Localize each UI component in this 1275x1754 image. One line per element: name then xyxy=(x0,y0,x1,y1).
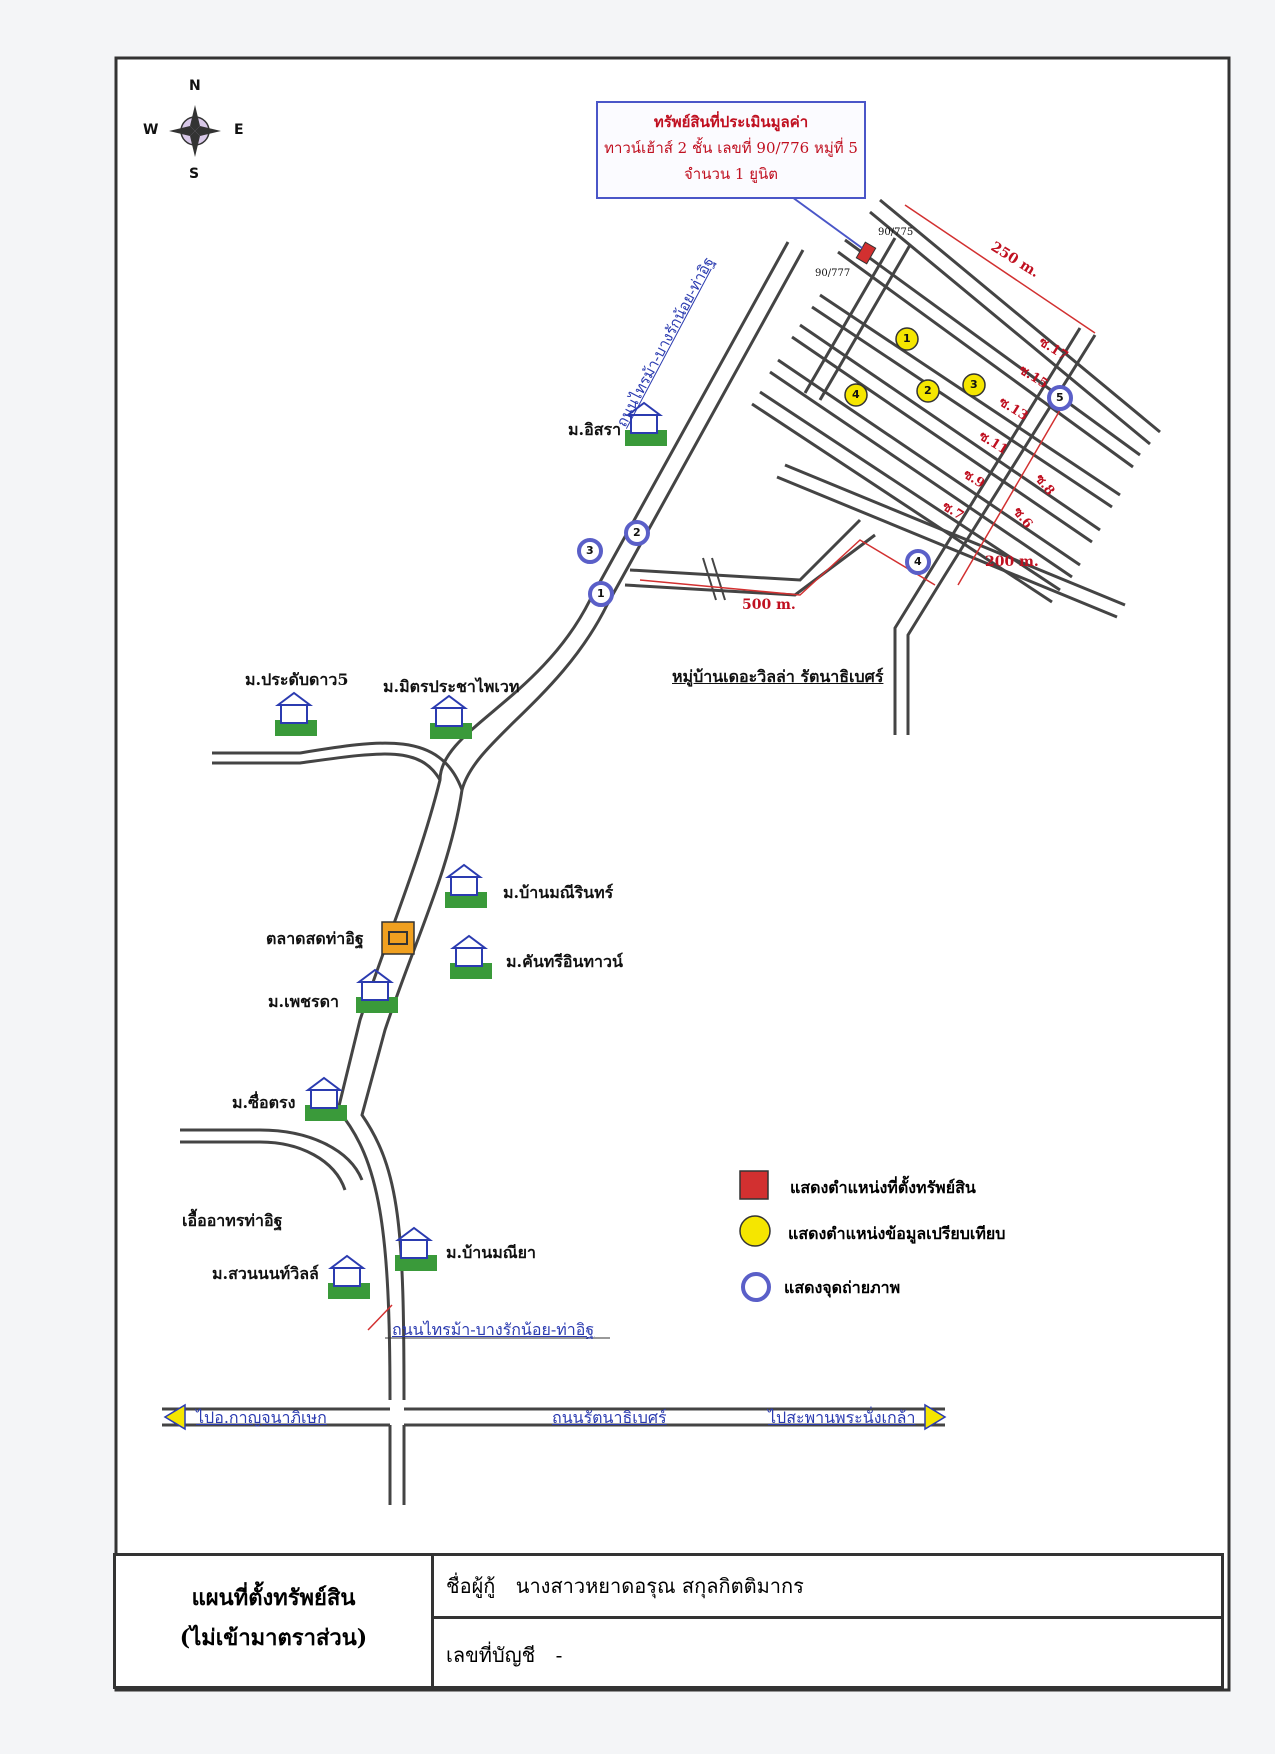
photo-points xyxy=(577,385,1073,607)
comparable-point-1 xyxy=(895,327,919,351)
bottom-road-left-label: ไปอ.กาญจนาภิเษก xyxy=(196,1408,327,1427)
legend-comparable-swatch xyxy=(739,1215,771,1247)
photo-point-5 xyxy=(1047,385,1073,411)
comparable-point-4 xyxy=(844,383,868,407)
arrow-left-icon xyxy=(163,1403,186,1431)
comparable-point-3 xyxy=(962,373,986,397)
branch-road-south xyxy=(180,1128,364,1191)
comparable-point-2 xyxy=(916,379,940,403)
distance-bottom: 500 m. xyxy=(742,597,796,613)
compass-icon xyxy=(169,105,221,157)
arrow-right-icon xyxy=(924,1403,947,1431)
house-icon xyxy=(625,401,667,446)
road-break-mark xyxy=(702,557,717,601)
borrower-label: ชื่อผู้กู้ xyxy=(446,1574,496,1598)
legend-property-label: แสดงตำแหน่งที่ตั้งทรัพย์สิน xyxy=(790,1178,976,1197)
photo-point-2 xyxy=(624,520,650,546)
photo-point-3 xyxy=(577,538,603,564)
house-icon xyxy=(305,1076,347,1121)
distance-right: 200 m. xyxy=(985,554,1039,570)
village-label: หมู่บ้านเดอะวิลล่า รัตนาธิเบศร์ xyxy=(672,667,884,686)
lot-label-a: 90/775 xyxy=(878,227,914,238)
title-line-1: แผนที่ตั้งทรัพย์สิน xyxy=(191,1585,356,1611)
compass-e: E xyxy=(234,122,244,138)
account-label: เลขที่บัญชี xyxy=(446,1643,536,1667)
house-icon xyxy=(356,968,398,1013)
house-icon xyxy=(430,694,472,739)
house-icons xyxy=(275,401,667,1299)
bottom-road-center-label: ถนนรัตนาธิเบศร์ xyxy=(552,1408,667,1427)
borrower-name: นางสาวหยาดอรุณ สกุลกิตติมากร xyxy=(515,1574,804,1598)
house-icon xyxy=(395,1226,437,1271)
title-block-heading: แผนที่ตั้งทรัพย์สิน (ไม่เข้ามาตราส่วน) xyxy=(116,1556,434,1686)
house-icon xyxy=(445,863,487,908)
place-isara: ม.อิสรา xyxy=(568,420,622,439)
distance-markers xyxy=(639,204,1096,596)
comparable-number-2: 2 xyxy=(924,384,932,397)
compass-s: S xyxy=(189,166,200,182)
place-ban-mani-rin: ม.บ้านมณีรินทร์ xyxy=(503,883,614,902)
legend-comparable-label: แสดงตำแหน่งข้อมูลเปรียบเทียบ xyxy=(788,1224,1006,1243)
bottom-road-right-label: ไปสะพานพระนั่งเกล้า xyxy=(768,1408,916,1427)
compass-w: W xyxy=(143,122,159,138)
market-icon xyxy=(381,921,415,955)
photo-number-3: 3 xyxy=(586,544,594,557)
road-label-pointer xyxy=(367,1304,393,1331)
photo-point-1 xyxy=(588,581,614,607)
legend-property-swatch xyxy=(739,1170,769,1200)
property-callout: ทรัพย์สินที่ประเมินมูลค่า ทาวน์เฮ้าส์ 2 … xyxy=(596,101,866,199)
photo-number-5: 5 xyxy=(1056,391,1064,404)
comparable-number-3: 3 xyxy=(970,378,978,391)
place-pradab-dao: ม.ประดับดาว5 xyxy=(245,670,349,689)
compass-n: N xyxy=(189,78,201,94)
title-block: แผนที่ตั้งทรัพย์สิน (ไม่เข้ามาตราส่วน) ช… xyxy=(113,1553,1224,1689)
title-line-2: (ไม่เข้ามาตราส่วน) xyxy=(179,1625,368,1651)
place-eua: เอื้ออาทรท่าอิฐ xyxy=(182,1211,283,1230)
comparable-number-4: 4 xyxy=(852,388,860,401)
main-road-label-south: ถนนไทรม้า-บางรักน้อย-ท่าอิฐ xyxy=(392,1320,595,1339)
account-value: - xyxy=(555,1643,563,1667)
place-suan-non: ม.สวนนนท์วิลล์ xyxy=(212,1264,319,1283)
place-petchada: ม.เพชรดา xyxy=(268,992,339,1011)
callout-leader xyxy=(791,196,863,249)
callout-line-1: ทรัพย์สินที่ประเมินมูลค่า xyxy=(653,113,809,131)
place-market: ตลาดสดท่าอิฐ xyxy=(266,929,364,948)
callout-line-2: ทาวน์เฮ้าส์ 2 ชั้น เลขที่ 90/776 หมู่ที่… xyxy=(604,139,858,157)
callout-line-3: จำนวน 1 ยูนิต xyxy=(683,165,778,183)
photo-number-2: 2 xyxy=(633,526,641,539)
place-mitr: ม.มิตรประชาไพเวท xyxy=(383,677,520,696)
map-frame xyxy=(114,56,1231,1692)
property-marker xyxy=(855,241,877,265)
main-road xyxy=(336,241,805,1401)
village-cross-roads xyxy=(803,237,1097,735)
place-suetrong: ม.ซื่อตรง xyxy=(232,1093,296,1112)
house-icon xyxy=(275,691,317,736)
photo-point-4 xyxy=(905,549,931,575)
branch-road-north xyxy=(212,741,464,791)
account-row: เลขที่บัญชี - xyxy=(434,1619,1221,1686)
borrower-row: ชื่อผู้กู้ นางสาวหยาดอรุณ สกุลกิตติมากร xyxy=(434,1556,1221,1619)
legend-photo-label: แสดงจุดถ่ายภาพ xyxy=(784,1278,901,1297)
comparable-points xyxy=(844,327,986,407)
place-ban-maneeya: ม.บ้านมณียา xyxy=(446,1243,536,1262)
comparable-number-1: 1 xyxy=(903,332,911,345)
house-icon xyxy=(450,934,492,979)
photo-number-4: 4 xyxy=(914,555,922,568)
place-khantree: ม.คันทรีอินทาวน์ xyxy=(506,952,623,971)
lot-label-b: 90/777 xyxy=(815,268,851,279)
bottom-road xyxy=(162,1407,945,1505)
house-icon xyxy=(328,1254,370,1299)
legend-photo-swatch xyxy=(741,1272,771,1302)
photo-number-1: 1 xyxy=(597,587,605,600)
